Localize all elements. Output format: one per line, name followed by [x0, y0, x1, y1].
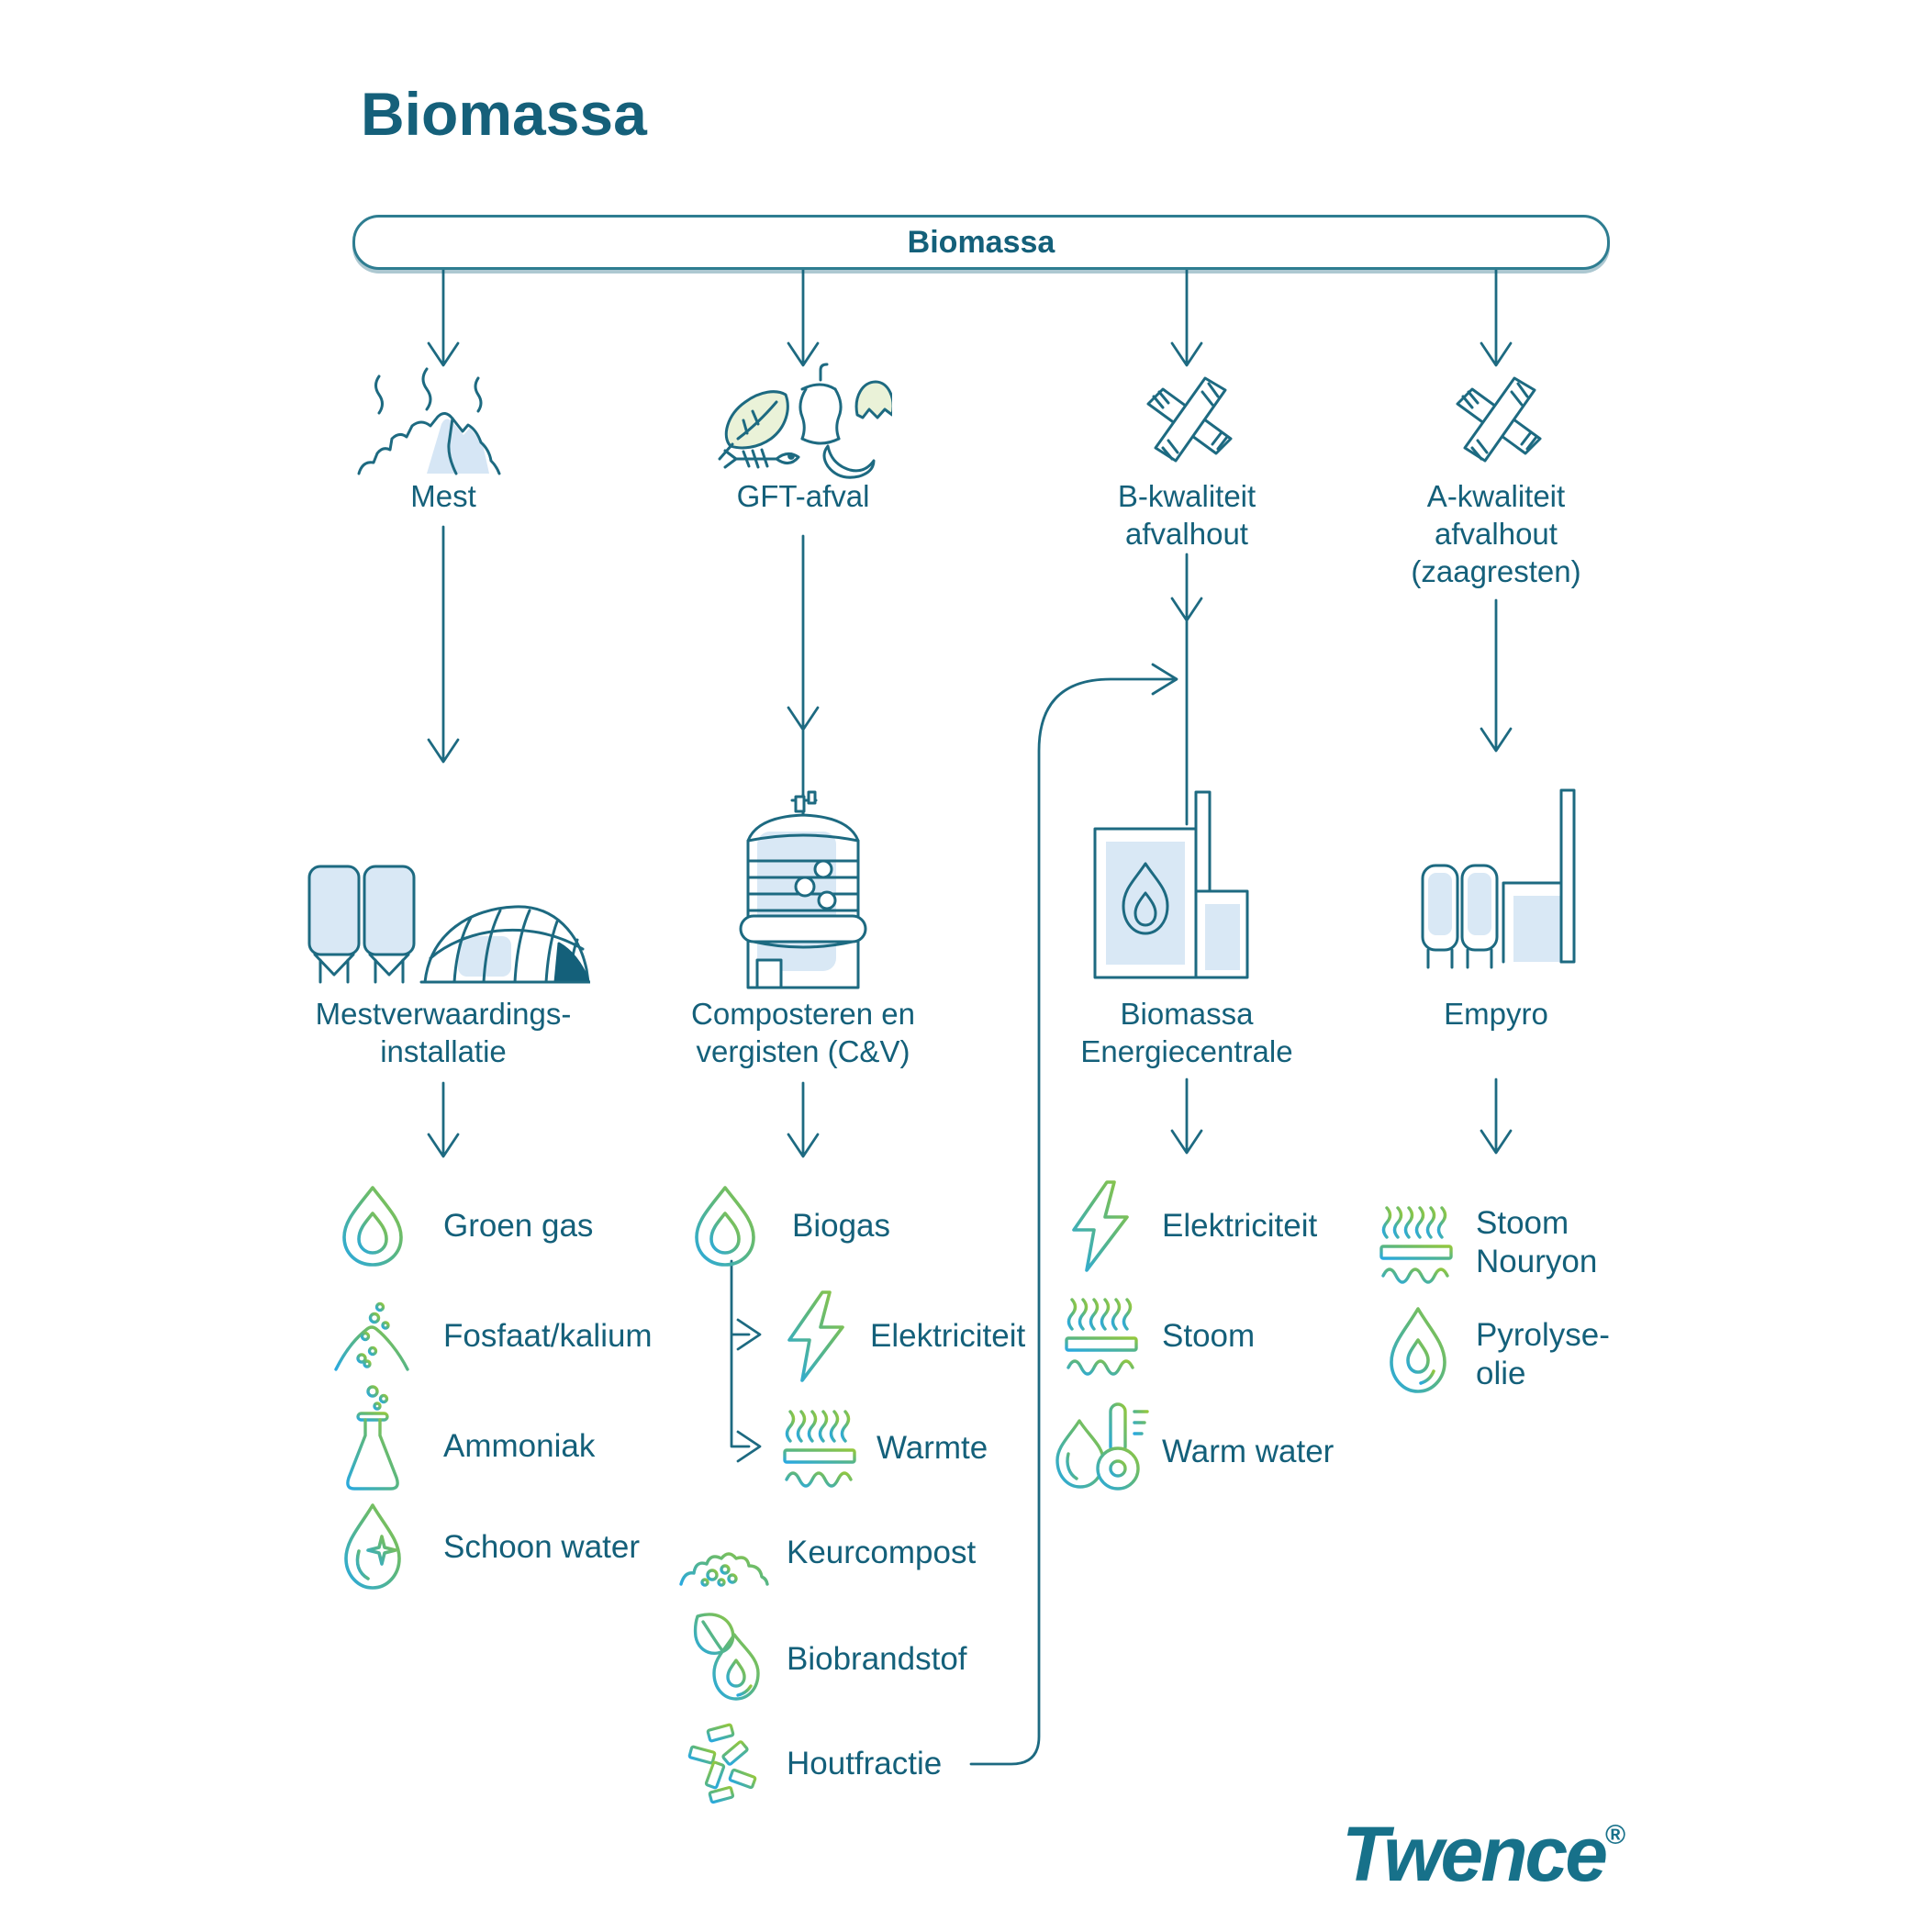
- biomassa-banner: Biomassa: [352, 215, 1610, 270]
- banner-label: Biomassa: [907, 224, 1055, 260]
- manure-pile-icon: [357, 367, 501, 475]
- biomass-power-plant-icon: [1093, 790, 1249, 979]
- arrow-empyro-to-outputs: [1480, 1078, 1513, 1155]
- arrow-bwood-to-powerplant: [1170, 553, 1203, 826]
- houtfractie-feedback-loop: [969, 663, 1178, 1766]
- arrow-powerplant-to-outputs: [1170, 1078, 1203, 1155]
- source-label-a-kwaliteit: A-kwaliteit afvalhout (zaagresten): [1411, 479, 1581, 588]
- arrow-mestplant-to-outputs: [427, 1081, 460, 1158]
- digester-tower-icon: [739, 790, 867, 989]
- heat-icon: [783, 1410, 856, 1488]
- registered-trademark-icon: ®: [1605, 1820, 1626, 1850]
- output-label-warmte: Warmte: [877, 1430, 988, 1466]
- steam-icon: [1065, 1298, 1138, 1376]
- phosphate-pile-icon: [321, 1301, 422, 1371]
- warm-water-icon: [1055, 1402, 1149, 1491]
- output-label-warm-water: Warm water: [1162, 1434, 1335, 1469]
- arrow-digester-to-outputs: [787, 1081, 820, 1158]
- manure-processing-plant-icon: [307, 865, 590, 984]
- output-label-biobrandstof: Biobrandstof: [787, 1641, 967, 1677]
- source-label-b-kwaliteit: B-kwaliteit afvalhout: [1117, 479, 1256, 551]
- pyrolysis-oil-drop-icon: [1390, 1307, 1446, 1393]
- source-label-gft: GFT-afval: [736, 479, 870, 513]
- page-title: Biomassa: [361, 80, 647, 148]
- output-label-houtfractie: Houtfractie: [787, 1746, 943, 1781]
- output-label-stoom: Stoom: [1162, 1318, 1256, 1354]
- green-gas-flame-icon: [342, 1186, 403, 1267]
- facility-label-composteren: Composteren en vergisten (C&V): [691, 997, 915, 1068]
- output-label-ammoniak: Ammoniak: [443, 1428, 596, 1464]
- waste-wood-icon: [1456, 376, 1542, 463]
- arrow-mest-to-plant: [427, 525, 460, 764]
- arrow-banner-to-mest: [427, 264, 460, 367]
- twence-logo: Twence®: [1342, 1810, 1625, 1899]
- facility-label-empyro: Empyro: [1444, 997, 1548, 1031]
- output-label-stoom-nouryon: Stoom Nouryon: [1476, 1205, 1598, 1279]
- steam-icon: [1379, 1206, 1453, 1284]
- electricity-bolt-icon: [787, 1290, 844, 1382]
- waste-wood-icon: [1146, 376, 1233, 463]
- ammonia-flask-icon: [346, 1385, 399, 1491]
- output-label-fosfaat-kalium: Fosfaat/kalium: [443, 1318, 653, 1354]
- arrow-banner-to-bwood: [1170, 264, 1203, 367]
- facility-label-mestverwaarding: Mestverwaardings- installatie: [315, 997, 572, 1068]
- organic-waste-icon: [718, 363, 892, 479]
- twence-logo-text: Twence: [1342, 1811, 1608, 1897]
- arrow-awood-to-empyro: [1480, 598, 1513, 753]
- arrow-gft-to-digester: [787, 534, 820, 797]
- arrow-banner-to-gft: [787, 264, 820, 367]
- wood-chips-icon: [687, 1723, 757, 1804]
- clean-water-drop-icon: [344, 1503, 401, 1590]
- output-label-keurcompost: Keurcompost: [787, 1535, 977, 1570]
- output-label-elektriciteit-bec: Elektriciteit: [1162, 1208, 1318, 1244]
- source-label-mest: Mest: [410, 479, 476, 513]
- compost-icon: [679, 1552, 769, 1587]
- biogas-flame-icon: [695, 1186, 755, 1267]
- electricity-bolt-icon: [1072, 1180, 1129, 1272]
- facility-label-energiecentrale: Biomassa Energiecentrale: [1080, 997, 1293, 1068]
- output-label-elektriciteit-cv: Elektriciteit: [870, 1318, 1026, 1354]
- output-label-schoon-water: Schoon water: [443, 1529, 641, 1565]
- output-label-pyrolyse-olie: Pyrolyse- olie: [1476, 1317, 1610, 1391]
- biogas-branch-line: [730, 1259, 762, 1463]
- biofuel-icon: [693, 1613, 760, 1701]
- arrow-banner-to-awood: [1480, 264, 1513, 367]
- output-label-groen-gas: Groen gas: [443, 1208, 594, 1244]
- output-label-biogas: Biogas: [792, 1208, 891, 1244]
- empyro-plant-icon: [1421, 788, 1576, 969]
